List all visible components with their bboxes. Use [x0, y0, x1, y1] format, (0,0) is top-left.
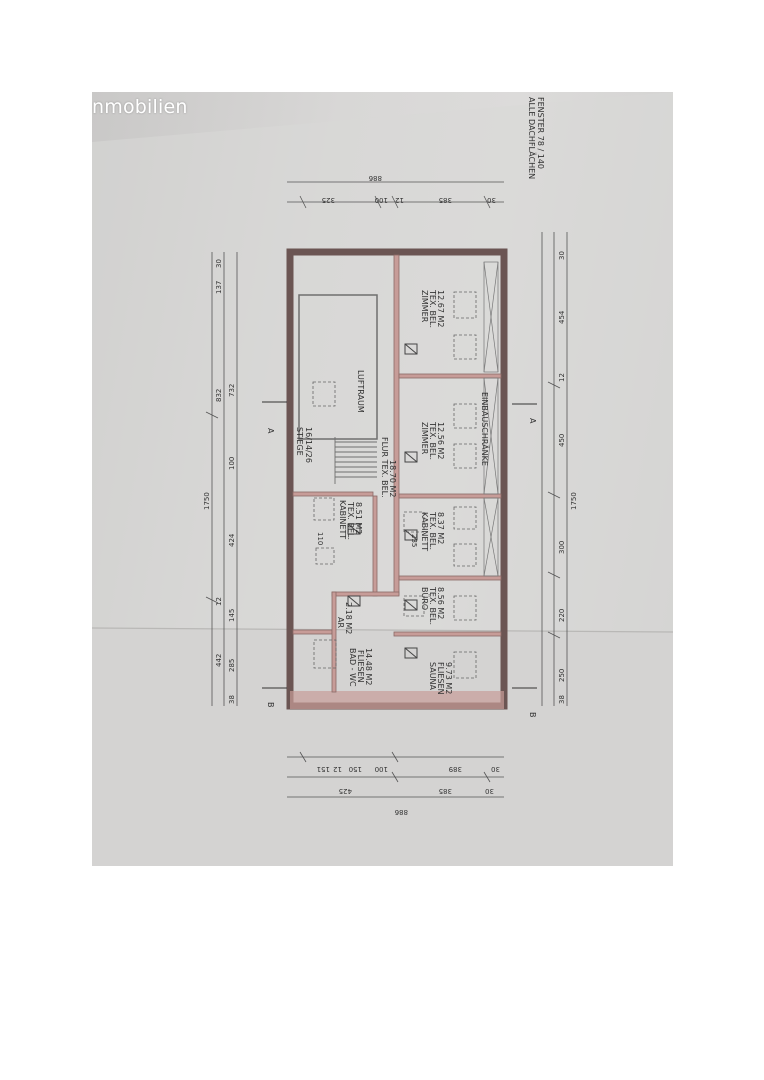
paper-sheet-upper	[92, 92, 673, 632]
dim-bottom-b: 385	[439, 787, 452, 795]
dim-right-g: 30	[558, 251, 566, 260]
dimension-labels: 886 325 100 12 385 30 151 12 150 100 389…	[203, 174, 578, 816]
dim-left-c: 832	[215, 389, 223, 402]
dim-bottom-i: 30	[491, 765, 500, 773]
zimmer1-name: ZIMMER	[420, 290, 429, 323]
dim-bottom-total: 886	[394, 808, 408, 816]
dim-right-a: 38	[558, 695, 566, 704]
dim-left-f: 38	[228, 695, 236, 704]
dim-right-e: 450	[558, 434, 566, 447]
zimmer2-name: ZIMMER	[420, 422, 429, 455]
dimension-lines	[211, 181, 568, 798]
dim-top-b: 100	[375, 196, 388, 204]
dim-left-b: 12	[215, 597, 223, 606]
switch-symbols	[347, 343, 418, 659]
watermark-text: nmobilien	[92, 96, 188, 118]
note-line1: ALLE DACHFLÄCHEN	[527, 97, 537, 179]
stiege-label: STIEGE	[295, 427, 304, 456]
dim-bottom-e: 12	[333, 765, 342, 773]
bad-area: 14.48 M2	[364, 648, 373, 685]
kabinett1-area: 8.51 M2	[354, 502, 363, 534]
floor-plan-photo: LUFTRAUM STIEGE 16/14/26 KABINETT TEX. B…	[92, 92, 673, 866]
dim-right-b: 250	[558, 669, 566, 682]
floor-plan-drawing: LUFTRAUM STIEGE 16/14/26 KABINETT TEX. B…	[92, 92, 673, 866]
dim-left-h: 145	[228, 609, 236, 622]
kabinett2-finish: TEX. BEL.	[428, 511, 437, 550]
section-b-right: B	[528, 712, 537, 718]
kabinett2-area: 8.37 M2	[436, 512, 445, 544]
note-line2: FENSTER 78 / 140	[536, 97, 545, 169]
dim-left-d: 137	[215, 281, 223, 294]
dim-235: 235	[410, 534, 418, 547]
dim-right-h: 12	[558, 373, 566, 382]
dim-right-f: 454	[558, 310, 566, 324]
dim-left-j: 100	[228, 457, 236, 470]
zimmer2-area: 12.56 M2	[436, 422, 445, 459]
zimmer1-area: 12.67 M2	[436, 290, 445, 327]
dim-left-a: 442	[215, 654, 223, 667]
dim-right-total: 1750	[570, 492, 578, 510]
flur-area: 18.70 M2	[388, 460, 397, 497]
stair-steps	[334, 437, 377, 484]
dim-110: 110	[316, 532, 324, 545]
buro-name: BÜRO	[420, 587, 430, 610]
kabinett1-finish: TEX. BEL.	[346, 501, 355, 540]
dim-left-i: 424	[228, 533, 236, 547]
dim-top-c: 12	[395, 196, 404, 204]
zimmer1-finish: TEX. BEL.	[428, 289, 437, 328]
kabinett1-name: KABINETT	[338, 500, 347, 539]
dim-bottom-a: 425	[339, 787, 352, 795]
outer-wall-hatch	[290, 691, 504, 709]
luftraum-label: LUFTRAUM	[356, 370, 365, 413]
plan-labels: LUFTRAUM STIEGE 16/14/26 KABINETT TEX. B…	[266, 97, 545, 718]
dim-right-c: 220	[558, 609, 566, 622]
paper-fold-line	[92, 627, 673, 633]
section-b-left: B	[266, 702, 275, 708]
paper-sheet-lower	[92, 628, 673, 866]
dim-left-total: 1750	[203, 492, 211, 510]
ar-name: AR	[336, 617, 345, 628]
sauna-finish: FLIESEN	[436, 662, 445, 695]
dim-right-d: 300	[558, 541, 566, 554]
bad-name: BAD - WC	[348, 648, 357, 687]
stiege-dims-label: 16/14/26	[304, 427, 313, 463]
dim-left-g: 285	[228, 659, 236, 672]
dim-top-e: 30	[487, 196, 496, 204]
dim-top-a: 325	[322, 196, 335, 204]
dimension-ticks	[205, 195, 561, 783]
ar-area: 2.18 M2	[344, 602, 353, 634]
luftraum-outline	[298, 294, 378, 440]
einbau-label: EINBAUSCHRÄNKE	[480, 392, 490, 466]
section-a-right: A	[528, 418, 537, 424]
bad-finish: FLIESEN	[356, 650, 365, 683]
kabinett2-name: KABINETT	[420, 512, 429, 551]
dim-bottom-d: 151	[317, 765, 330, 773]
section-a-left: A	[266, 428, 275, 434]
dim-bottom-h: 389	[449, 765, 462, 773]
dim-top-d: 385	[439, 196, 452, 204]
dim-bottom-f: 150	[349, 765, 362, 773]
dim-bottom-g: 100	[375, 765, 388, 773]
roof-windows	[312, 291, 477, 679]
dim-bottom-c: 30	[485, 787, 494, 795]
buro-finish: TEX. BEL.	[428, 586, 437, 625]
dim-top-total: 886	[368, 174, 382, 182]
sauna-area: 9.73 M2	[444, 662, 453, 694]
interior-walls	[292, 254, 502, 693]
flur-name: FLUR TEX. BEL.	[380, 437, 389, 498]
buro-area: 8.56 M2	[436, 587, 445, 619]
einbau-cabinet-lines	[483, 261, 499, 577]
sauna-name: SAUNA	[428, 662, 437, 691]
dim-left-k: 732	[228, 384, 236, 397]
zimmer2-finish: TEX. BEL.	[428, 421, 437, 460]
dim-left-e: 30	[215, 259, 223, 268]
section-arrows	[262, 401, 537, 689]
